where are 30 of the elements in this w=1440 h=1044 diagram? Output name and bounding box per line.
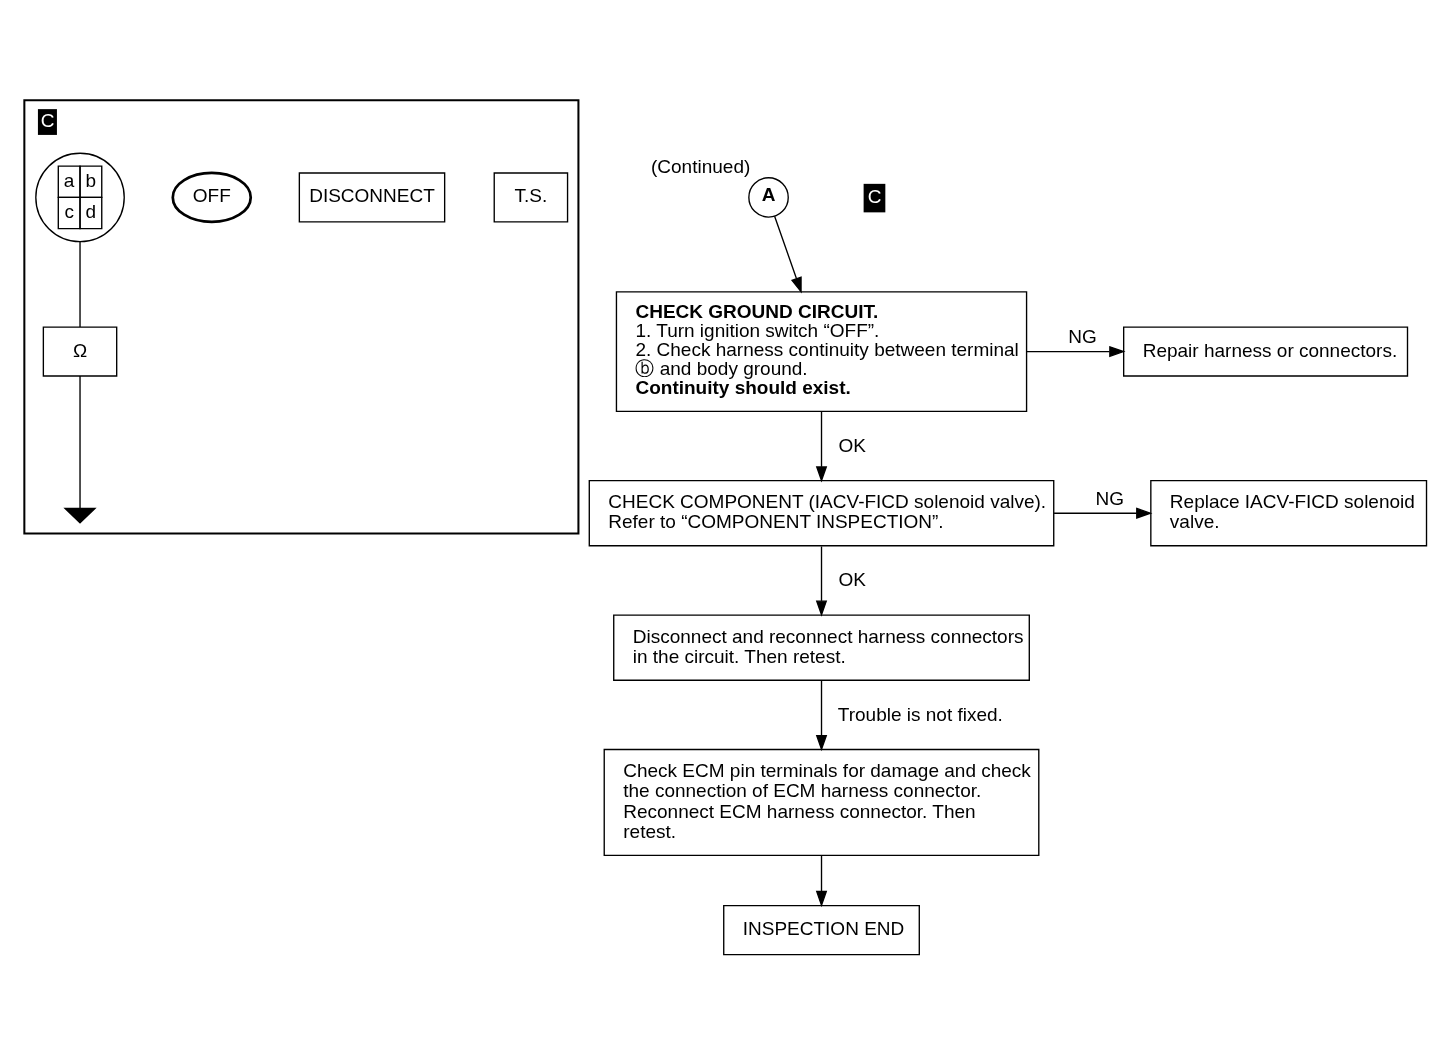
arrow <box>1053 507 1153 519</box>
edge-label: OK <box>838 569 866 591</box>
node-circle: a b c d <box>35 152 125 243</box>
arrow <box>815 679 828 752</box>
node-box: CHECK COMPONENT (IACV-FICD solenoid valve). Refer to “COMPONENT INSPECTION”. <box>588 479 1055 547</box>
node-box: Repair harness or connectors. <box>1123 326 1409 377</box>
node-box: Check ECM pin terminals for damage and check the connection of ECM harness connector. Reconnect ECM harness connector. Then retest. <box>603 748 1040 857</box>
node-box: INSPECTION END <box>723 905 920 956</box>
edge-label: Trouble is not fixed. <box>837 703 1003 725</box>
node-box: T.S. <box>493 172 569 223</box>
node-circle: A <box>748 177 789 218</box>
arrow <box>815 545 828 617</box>
arrow <box>1026 345 1126 358</box>
connector <box>79 241 81 328</box>
node-ground <box>63 507 97 524</box>
edge-label: NG <box>1068 326 1097 348</box>
edge-label: NG <box>1095 487 1124 509</box>
node-box: CHECK GROUND CIRCUIT. 1. Turn ignition switch “OFF”. 2. Check harness continuity between terminal ⓑ and body ground. Continuity should exist. <box>615 291 1028 413</box>
label: C <box>867 186 882 208</box>
arrow <box>773 215 802 294</box>
arrow <box>815 855 828 908</box>
node-box: Disconnect and reconnect harness connectors in the circuit. Then retest. <box>613 614 1030 681</box>
edge-label: OK <box>838 434 866 456</box>
node-box: Ω <box>42 326 118 377</box>
node-box: DISCONNECT <box>298 172 446 223</box>
arrow <box>815 411 828 483</box>
node-box: Replace IACV-FICD solenoid valve. <box>1150 479 1428 547</box>
connector <box>79 375 81 509</box>
node-ellipse: OFF <box>171 171 253 224</box>
node-label: (Continued) <box>651 155 751 177</box>
